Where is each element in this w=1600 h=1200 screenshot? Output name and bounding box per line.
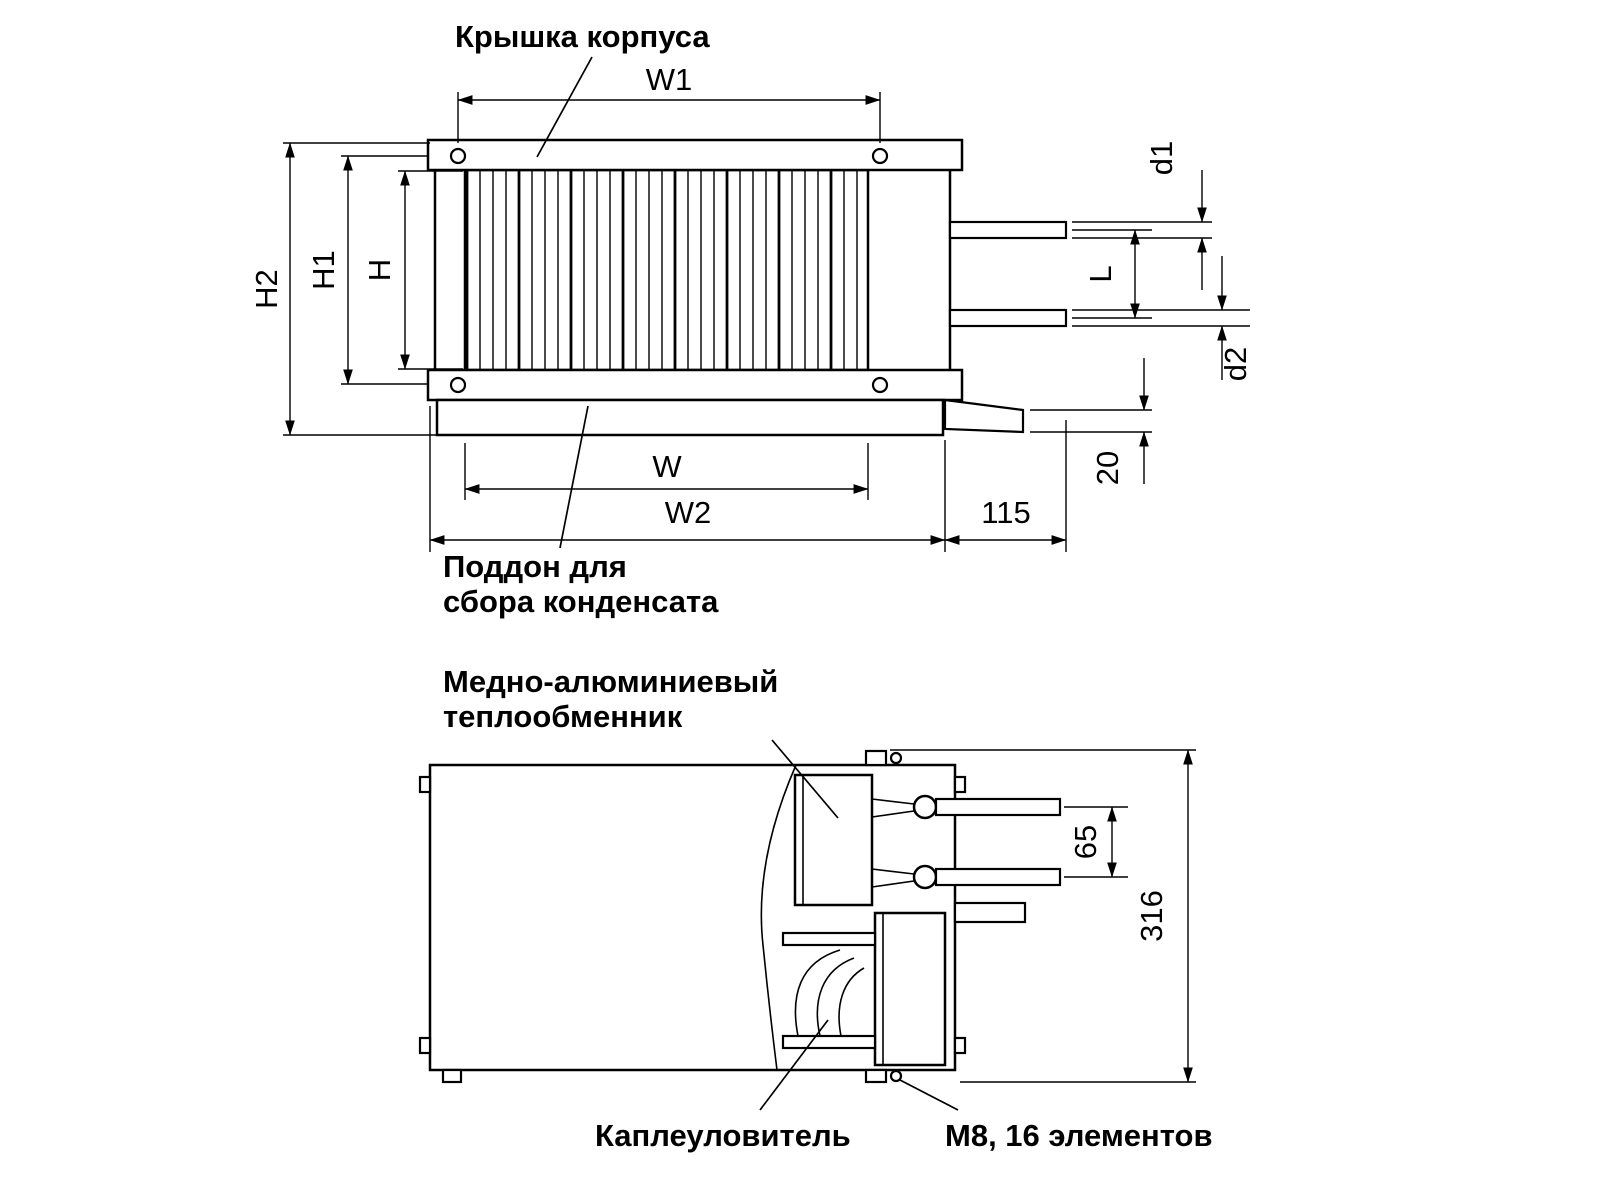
fasteners-leader-line <box>899 1079 959 1111</box>
pan-callout-line2: сбора конденсата <box>443 584 719 619</box>
front-body <box>426 138 1068 437</box>
mounting-tab <box>418 1036 432 1055</box>
dim-65-label: 65 <box>1068 825 1103 859</box>
dim-w2-label: W2 <box>665 495 712 530</box>
drip-vane <box>794 949 841 1037</box>
dim-d2-label: d2 <box>1218 347 1253 381</box>
drip-callout: Каплеуловитель <box>595 1118 851 1153</box>
dim-h2-label: H2 <box>249 269 284 309</box>
pipe-header <box>912 864 938 890</box>
header-bend <box>871 880 915 888</box>
mounting-tab <box>953 1036 967 1055</box>
flange-hole <box>871 376 889 394</box>
dim-115-label: 115 <box>981 495 1030 530</box>
mounting-tab <box>418 775 432 794</box>
drip-leader-line <box>759 1019 829 1111</box>
front-view: W1 H2 H1 H W <box>249 19 1253 619</box>
bolt-m8 <box>889 751 903 765</box>
mounting-foot <box>864 1068 888 1084</box>
mounting-tab <box>953 775 967 794</box>
drip-top-plate <box>781 931 877 947</box>
header-bend <box>871 798 915 805</box>
exchanger-callout-line2: теплообменник <box>443 699 683 734</box>
pipe-header <box>912 794 938 820</box>
dim-h-label: H <box>362 259 397 281</box>
dim-w1-label: W1 <box>646 62 693 97</box>
mounting-tab <box>864 749 888 767</box>
pan-callout-line1: Поддон для <box>443 549 627 584</box>
pipe-upper <box>948 220 1068 240</box>
drain-pipe <box>943 398 1025 434</box>
heat-exchanger-block <box>793 773 874 907</box>
flange-hole <box>871 147 889 165</box>
dim-h1-label: H1 <box>306 250 341 290</box>
exchanger-callout-line1: Медно-алюминиевый <box>443 664 778 699</box>
dim-w-label: W <box>652 449 682 484</box>
fasteners-callout: М8, 16 элементов <box>945 1118 1213 1153</box>
exchanger-leader-line <box>771 739 839 819</box>
pipe-lower <box>934 867 1062 887</box>
mounting-foot <box>441 1068 463 1084</box>
dim-l-label: L <box>1083 265 1118 282</box>
cover-leader-line <box>536 56 593 158</box>
pipe-upper <box>934 797 1062 817</box>
drip-vane <box>838 967 865 1037</box>
plan-view: 65 316 Медно-алюминиевый теплообменник К… <box>418 664 1213 1153</box>
pipe-lower <box>948 308 1068 328</box>
header-bend <box>871 810 915 818</box>
bolt-m8 <box>889 1069 903 1083</box>
dim-d1-label: d1 <box>1144 141 1179 175</box>
plan-dimensions: 65 316 <box>890 749 1196 1083</box>
flange-hole <box>449 147 467 165</box>
drip-vane <box>816 957 855 1037</box>
flange-hole <box>449 376 467 394</box>
drip-housing <box>873 911 947 1067</box>
fin-core <box>465 170 868 370</box>
front-dimensions: W1 H2 H1 H W <box>249 62 1253 552</box>
dim-316-label: 316 <box>1134 890 1169 942</box>
drip-bottom-plate <box>781 1034 877 1050</box>
plan-callouts: Медно-алюминиевый теплообменник Каплеуло… <box>443 664 1213 1153</box>
pan-leader-line <box>559 405 589 549</box>
cover-callout: Крышка корпуса <box>455 19 710 54</box>
plan-body <box>418 749 1062 1084</box>
front-callouts: Крышка корпуса Поддон для сбора конденса… <box>443 19 719 619</box>
dim-20-label: 20 <box>1090 451 1125 485</box>
drain-stub <box>953 901 1027 924</box>
break-line <box>760 764 797 1071</box>
condensate-pan <box>435 398 945 437</box>
header-bend <box>871 868 915 875</box>
